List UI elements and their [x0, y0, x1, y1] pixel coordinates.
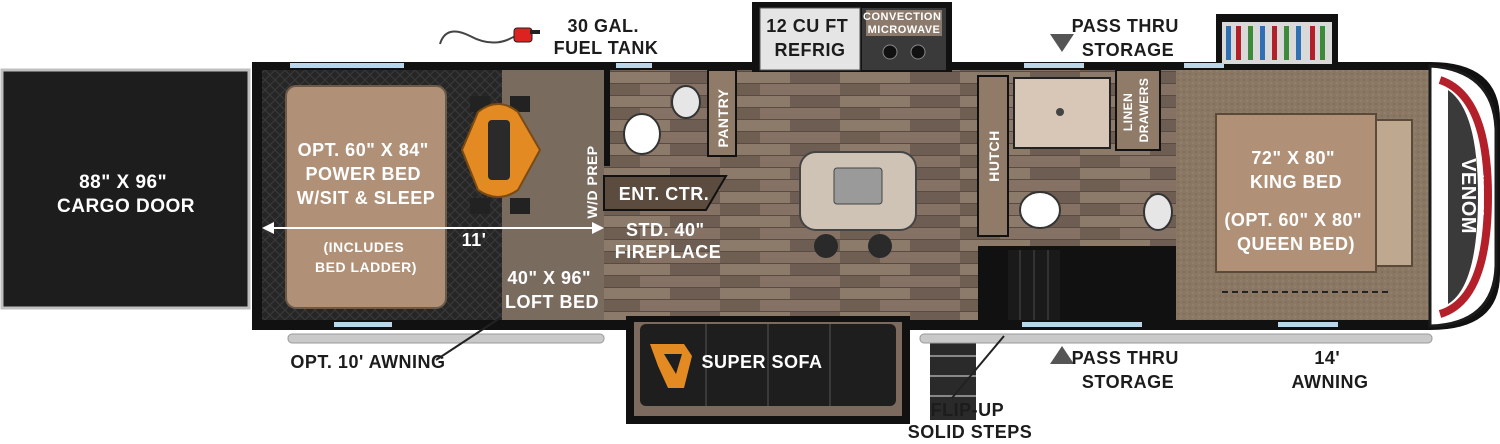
- entry-steps: [1008, 250, 1060, 320]
- awning-front: [287, 333, 605, 344]
- queen-bed-label: (OPT. 60" X 80" QUEEN BED): [1224, 210, 1367, 254]
- cargo-door-label: 88" X 96" CARGO DOOR: [57, 172, 195, 217]
- refrig-label: 12 CU FT REFRIG: [766, 16, 854, 60]
- shower-icon: [1013, 77, 1111, 149]
- garage-depth-label: 11': [462, 230, 487, 250]
- hutch-cabinet: [977, 75, 1009, 237]
- microwave-label: CONVECTION MICROWAVE: [863, 11, 945, 36]
- garage-depth-arrow: [262, 222, 604, 234]
- brand-series: V-SERIES: [1476, 176, 1485, 217]
- sink-front-icon: [671, 85, 701, 119]
- linen-cabinet: [1115, 69, 1161, 151]
- pass-thru-bottom-label: PASS THRU STORAGE: [1072, 348, 1185, 392]
- awning-front-label: OPT. 10' AWNING: [290, 352, 445, 372]
- power-bed-label: OPT. 60" X 84" POWER BED W/SIT & SLEEP: [297, 140, 436, 208]
- wd-prep-label: W/D PREP: [584, 145, 600, 218]
- brand-logo: VENOM: [1457, 158, 1479, 234]
- king-bed: [1215, 113, 1413, 293]
- awning-front-leader: [435, 317, 501, 361]
- bed-ladder-label: (INCLUDES BED LADDER): [315, 239, 417, 275]
- super-sofa-label: SUPER SOFA: [701, 352, 822, 372]
- toilet-rear-icon: [1019, 191, 1061, 229]
- pass-thru-arrow-top-icon: [1050, 34, 1074, 52]
- front-cap: [1428, 64, 1498, 328]
- pass-thru-arrow-bottom-icon: [1050, 346, 1074, 364]
- loft-bed-label: 40" X 96" LOFT BED: [505, 268, 599, 312]
- pantry-cabinet: [707, 69, 737, 157]
- wardrobe-slide: [1216, 14, 1338, 70]
- awning-rear: [919, 333, 1433, 344]
- windows: [290, 63, 1338, 327]
- fuel-tank-label: 30 GAL. FUEL TANK: [554, 16, 659, 58]
- steps-leader: [951, 335, 1005, 399]
- front-bath-wall: [604, 70, 610, 166]
- linen-label: LINEN DRAWERS: [1121, 78, 1151, 143]
- power-bed: [285, 85, 447, 309]
- ent-ctr-label: ENT. CTR.: [619, 184, 710, 204]
- awning-rear-label: 14' AWNING: [1292, 348, 1369, 392]
- kitchen-island: [799, 151, 917, 258]
- sink-rear-icon: [1143, 193, 1173, 231]
- super-sofa-logo-icon: [650, 344, 692, 388]
- entertainment-center: [603, 175, 728, 211]
- pantry-label: PANTRY: [715, 88, 731, 147]
- kitchen-slide: [752, 2, 952, 72]
- fuel-pump-icon: [439, 27, 540, 45]
- cargo-door: [0, 68, 251, 310]
- pass-thru-top-label: PASS THRU STORAGE: [1072, 16, 1185, 60]
- steps-label: FLIP-UP SOLID STEPS: [908, 400, 1033, 442]
- hutch-label: HUTCH: [986, 130, 1002, 182]
- toilet-front-icon: [623, 113, 661, 155]
- fireplace-label: STD. 40" FIREPLACE: [615, 220, 722, 262]
- king-bed-label: 72" X 80" KING BED: [1250, 148, 1342, 192]
- atv-icon: [460, 96, 542, 214]
